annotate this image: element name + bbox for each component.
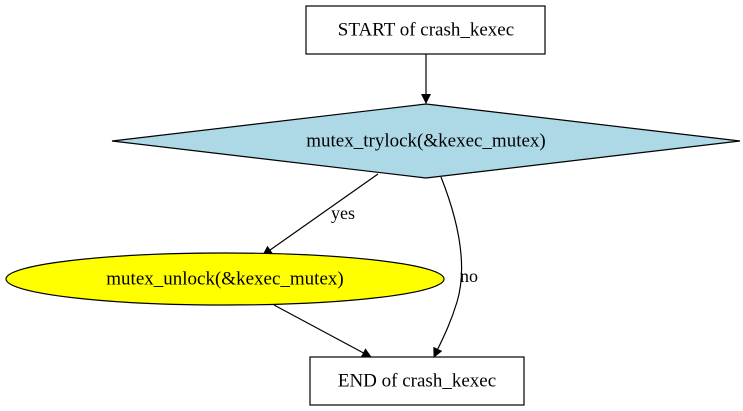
edge-decision-to-end: no [433, 176, 478, 358]
edge-label-no: no [460, 266, 478, 286]
end-node: END of crash_kexec [309, 356, 525, 406]
decision-node: mutex_trylock(&kexec_mutex) [111, 103, 741, 179]
start-node-label: START of crash_kexec [338, 19, 514, 40]
decision-node-label: mutex_trylock(&kexec_mutex) [306, 130, 546, 151]
edge-decision-to-unlock: yes [262, 173, 379, 256]
edge-unlock-to-end [273, 304, 372, 358]
edge-label-yes: yes [331, 203, 355, 223]
end-node-label: END of crash_kexec [338, 370, 496, 391]
start-node: START of crash_kexec [305, 5, 546, 55]
unlock-node: mutex_unlock(&kexec_mutex) [5, 252, 445, 306]
unlock-node-label: mutex_unlock(&kexec_mutex) [106, 268, 343, 289]
